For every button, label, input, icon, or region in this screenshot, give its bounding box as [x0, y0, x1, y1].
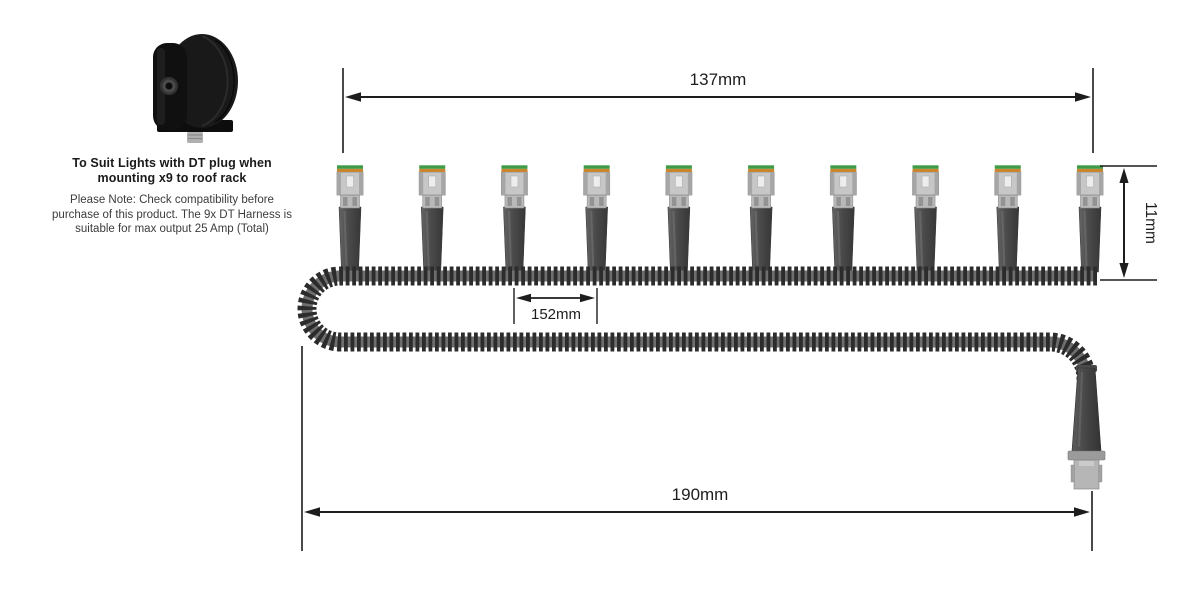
corrugated-cable-ribs [297, 266, 1097, 381]
dimension-connector-spacing: 152mm [513, 288, 598, 324]
dimension-label-11mm: 11mm [1142, 202, 1159, 244]
arrowhead-right [1075, 92, 1091, 102]
dimension-label-152mm: 152mm [531, 306, 581, 323]
arrowhead-right [1074, 507, 1090, 517]
dt-connector [583, 165, 611, 273]
connector-row [336, 165, 1104, 273]
dimension-connector-height: 11mm [1100, 165, 1159, 281]
light-mount-stud [187, 132, 203, 143]
arrowhead-right [580, 293, 595, 303]
corrugated-cable [297, 266, 1097, 381]
plug-body [1073, 459, 1100, 490]
arrowhead-left [516, 293, 531, 303]
dt-connector [665, 165, 693, 273]
arrowhead-down [1119, 263, 1129, 278]
info-panel: To Suit Lights with DT plug when mountin… [40, 22, 305, 252]
info-note: Please Note: Check compatibility before … [52, 194, 292, 236]
dt-connector [994, 165, 1022, 273]
dt-connector [1076, 165, 1104, 273]
dt-connector [829, 165, 857, 273]
info-heading: To Suit Lights with DT plug when mountin… [72, 156, 272, 186]
arrowhead-up [1119, 168, 1129, 183]
dimension-label-190mm: 190mm [672, 485, 729, 504]
dt-connector [501, 165, 528, 273]
light-side-bolt [160, 77, 178, 95]
dimension-overall-width: 137mm [342, 68, 1094, 153]
dt-connector [912, 165, 939, 273]
corrugated-cable-core [301, 270, 1097, 381]
dimension-label-137mm: 137mm [690, 70, 747, 89]
plug-boot [1071, 367, 1102, 452]
dt-connector [418, 165, 446, 273]
arrowhead-left [345, 92, 361, 102]
dt-connector [747, 165, 775, 273]
arrowhead-left [304, 507, 320, 517]
plug-collar [1067, 450, 1106, 461]
dt-plug-male-end [1067, 365, 1106, 490]
dt-connector [336, 165, 364, 273]
driving-light-icon [153, 34, 238, 143]
dimension-total-length: 190mm [301, 346, 1093, 551]
